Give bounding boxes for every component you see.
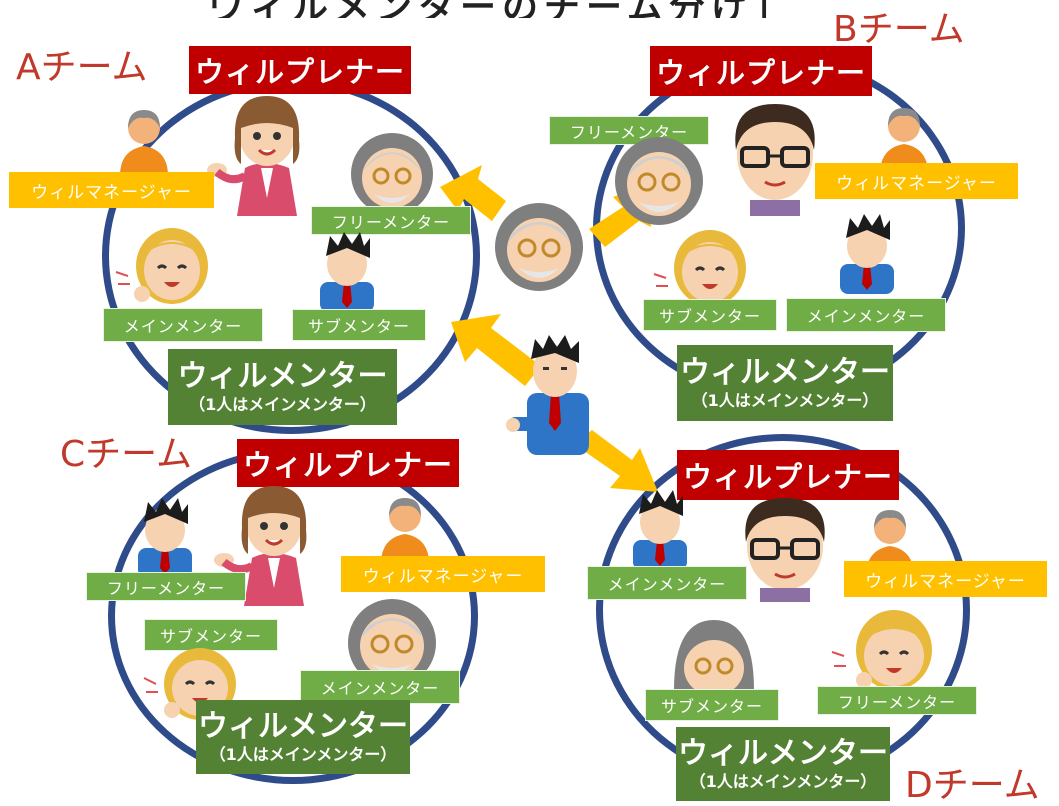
team-c-will-manager-label: ウィルマネージャー bbox=[341, 556, 545, 592]
businessman-icon bbox=[633, 490, 687, 570]
team-b-sub-mentor-label: サブメンター bbox=[643, 299, 777, 331]
team-b-will-mentor-label: ウィルメンター （1人はメインメンター） bbox=[677, 345, 893, 421]
businesswoman-icon bbox=[207, 96, 300, 216]
team-a-willpreneur-label: ウィルプレナー bbox=[189, 46, 411, 94]
team-a-will-manager-label: ウィルマネージャー bbox=[9, 172, 214, 208]
team-a-main-mentor-label: メインメンター bbox=[103, 308, 263, 342]
team-d-sub-mentor-label: サブメンター bbox=[645, 689, 779, 721]
team-b-name: Bチーム bbox=[833, 9, 965, 50]
manager-silhouette-icon bbox=[120, 110, 168, 176]
businessman-icon bbox=[506, 335, 589, 455]
woman-mentor-icon bbox=[653, 230, 746, 306]
businesswoman-icon bbox=[214, 486, 307, 606]
team-c-willpreneur-label: ウィルプレナー bbox=[237, 439, 459, 487]
arrow-to-team-c-icon bbox=[451, 314, 541, 386]
woman-mentor-icon bbox=[831, 610, 932, 690]
team-b-free-mentor-label: フリーメンター bbox=[549, 116, 709, 145]
team-d-free-mentor-label: フリーメンター bbox=[817, 686, 977, 715]
elderly-man-icon bbox=[615, 137, 703, 225]
team-c-free-mentor-label: フリーメンター bbox=[86, 572, 246, 601]
team-d-will-mentor-label: ウィルメンター （1人はメインメンター） bbox=[676, 727, 890, 801]
manager-silhouette-icon bbox=[381, 498, 429, 564]
glasses-man-icon bbox=[745, 498, 825, 602]
businessman-icon bbox=[320, 232, 374, 312]
team-a-name: Aチーム bbox=[16, 47, 148, 88]
elderly-man-icon bbox=[674, 620, 754, 696]
team-d-name: Dチーム bbox=[905, 765, 1040, 806]
team-c-sub-mentor-label: サブメンター bbox=[144, 619, 278, 651]
team-a-will-mentor-label: ウィルメンター （1人はメインメンター） bbox=[168, 349, 397, 425]
businessman-icon bbox=[138, 498, 192, 578]
team-c-name: Cチーム bbox=[60, 434, 193, 475]
team-b-main-mentor-label: メインメンター bbox=[786, 298, 946, 332]
team-d-main-mentor-label: メインメンター bbox=[587, 566, 747, 600]
arrow-to-team-d-icon bbox=[574, 430, 658, 492]
team-b-willpreneur-label: ウィルプレナー bbox=[650, 46, 872, 96]
team-c-will-mentor-label: ウィルメンター （1人はメインメンター） bbox=[196, 700, 410, 774]
team-d-will-manager-label: ウィルマネージャー bbox=[844, 561, 1047, 597]
page-title: ウィルメンターのチーム分け」 bbox=[208, 0, 868, 18]
team-a-free-mentor-label: フリーメンター bbox=[311, 206, 471, 235]
team-c-main-mentor-label: メインメンター bbox=[300, 670, 460, 704]
elderly-man-icon bbox=[495, 203, 583, 291]
businessman-icon bbox=[840, 214, 894, 294]
team-d-willpreneur-label: ウィルプレナー bbox=[677, 450, 899, 500]
glasses-man-icon bbox=[735, 104, 815, 216]
team-b-will-manager-label: ウィルマネージャー bbox=[815, 163, 1018, 199]
elderly-man-icon bbox=[351, 133, 433, 215]
woman-mentor-icon bbox=[115, 228, 208, 304]
team-a-sub-mentor-label: サブメンター bbox=[292, 309, 426, 341]
